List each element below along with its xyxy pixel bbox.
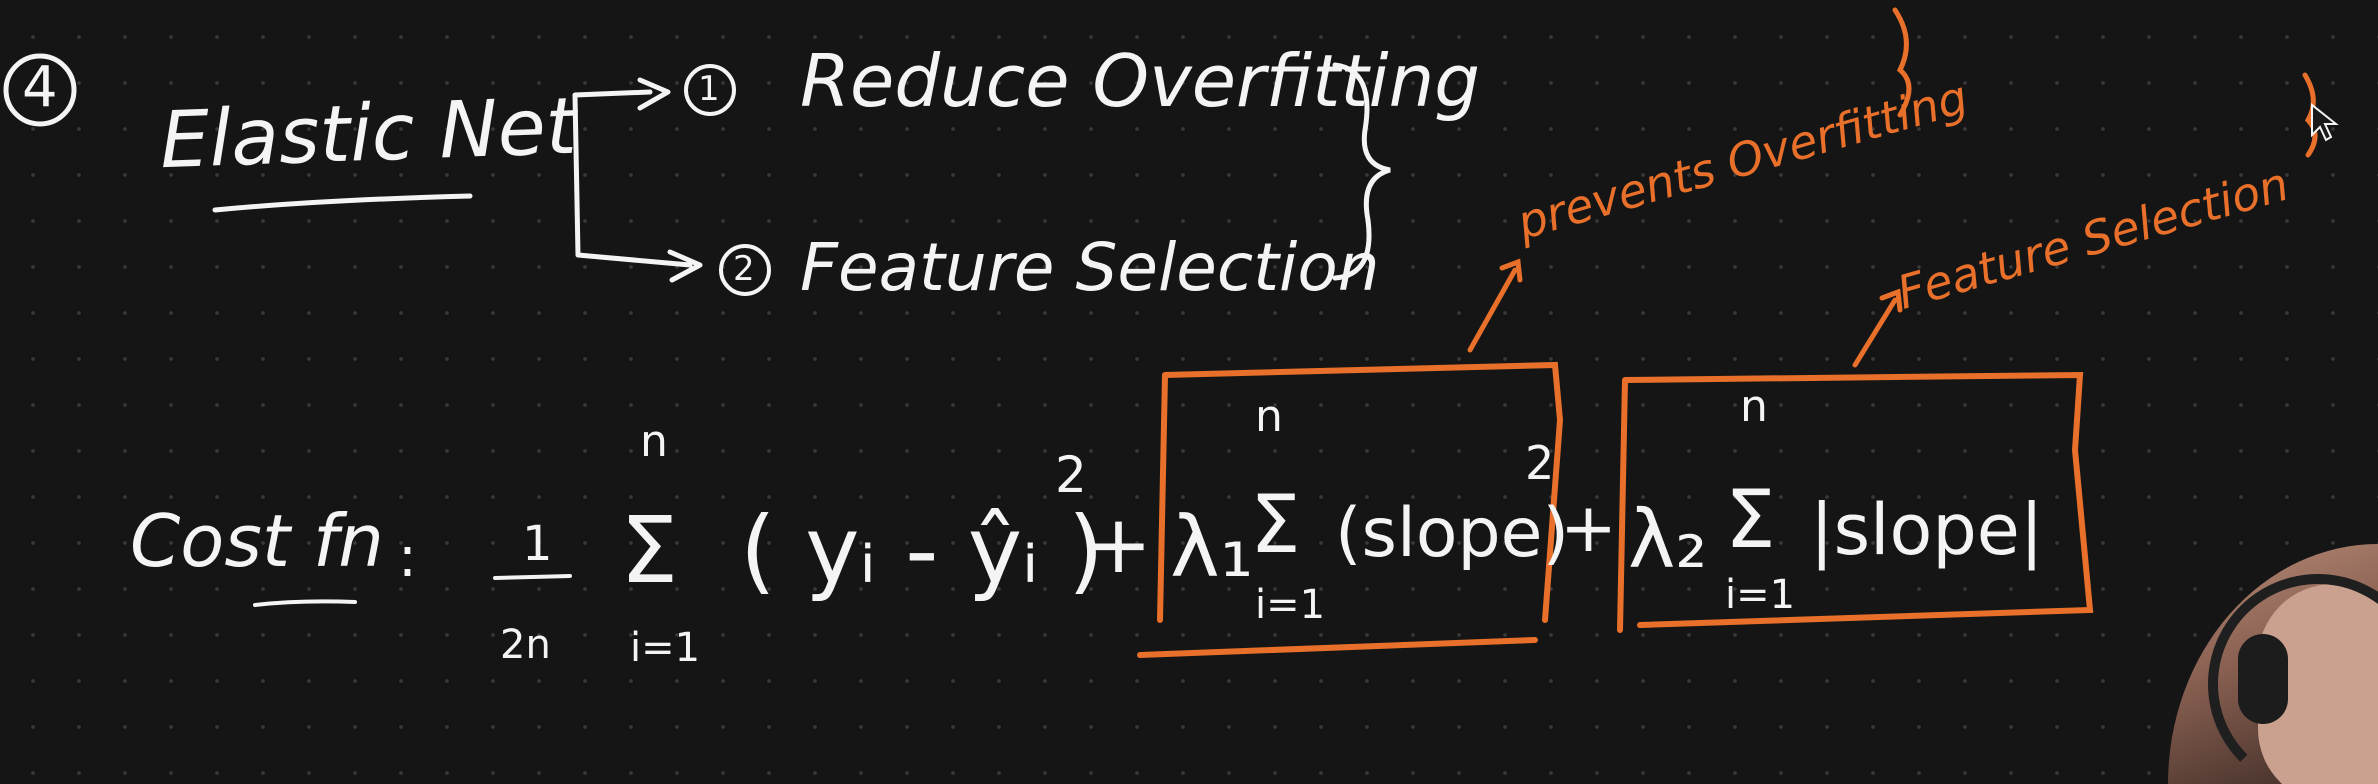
section-number: 4 (22, 55, 58, 120)
cost-fn-label: Cost fn (130, 499, 384, 583)
headphone-band (2208, 574, 2378, 784)
costfn-underline (253, 599, 357, 607)
circle-two (719, 244, 771, 296)
sum-upper-2: n (1255, 391, 1283, 442)
benefit-feature-selection: Feature Selection (800, 229, 1380, 306)
sum-lower-2: i=1 (1255, 582, 1326, 628)
l1-slope-term: |slope| (1810, 489, 2044, 571)
feature-brace (2302, 72, 2318, 158)
sum-upper-3: n (1740, 381, 1768, 432)
title-elastic-net: Elastic Net (158, 81, 578, 187)
prevents-arrow (1467, 258, 1523, 353)
lambda-2: λ₂ (1628, 493, 1708, 586)
benefit-num-1: 1 (698, 69, 720, 109)
plus-2: + (1560, 489, 1617, 568)
l1-box (1617, 371, 2094, 633)
l2-box (1137, 361, 1564, 658)
feature-arrow (1852, 288, 1903, 368)
formula-colon: : (398, 525, 417, 590)
benefit-num-2: 2 (733, 249, 755, 289)
number-circle (3, 53, 77, 127)
residual-term: ( yᵢ - ŷᵢ ) (740, 497, 1104, 604)
sum-lower-3: i=1 (1725, 572, 1796, 618)
circle-one (684, 64, 736, 116)
headphone-earcup (2238, 634, 2288, 724)
branch-arrows (572, 77, 703, 283)
webcam-overlay (2168, 544, 2378, 784)
prevents-brace (1892, 7, 1912, 118)
curly-brace (1332, 62, 1391, 281)
sum-symbol-2: Σ (1250, 478, 1301, 571)
sum-lower-1: i=1 (630, 625, 701, 671)
sum-upper-1: n (640, 416, 668, 467)
sum-symbol-3: Σ (1725, 473, 1776, 566)
fraction-denominator: 2n (500, 622, 551, 668)
title-underline (212, 193, 473, 213)
l2-square: 2 (1525, 436, 1555, 490)
fraction-bar (493, 574, 572, 580)
cursor-icon (2311, 102, 2339, 142)
fraction-numerator: 1 (522, 516, 553, 572)
lambda-1: λ₁ (1170, 498, 1254, 596)
benefit-reduce-overfitting: Reduce Overfitting (800, 39, 1480, 123)
l2-slope-term: (slope) (1335, 494, 1569, 573)
sum-symbol-1: Σ (620, 497, 679, 604)
residual-square: 2 (1055, 446, 1087, 504)
plus-1: + (1085, 498, 1153, 591)
